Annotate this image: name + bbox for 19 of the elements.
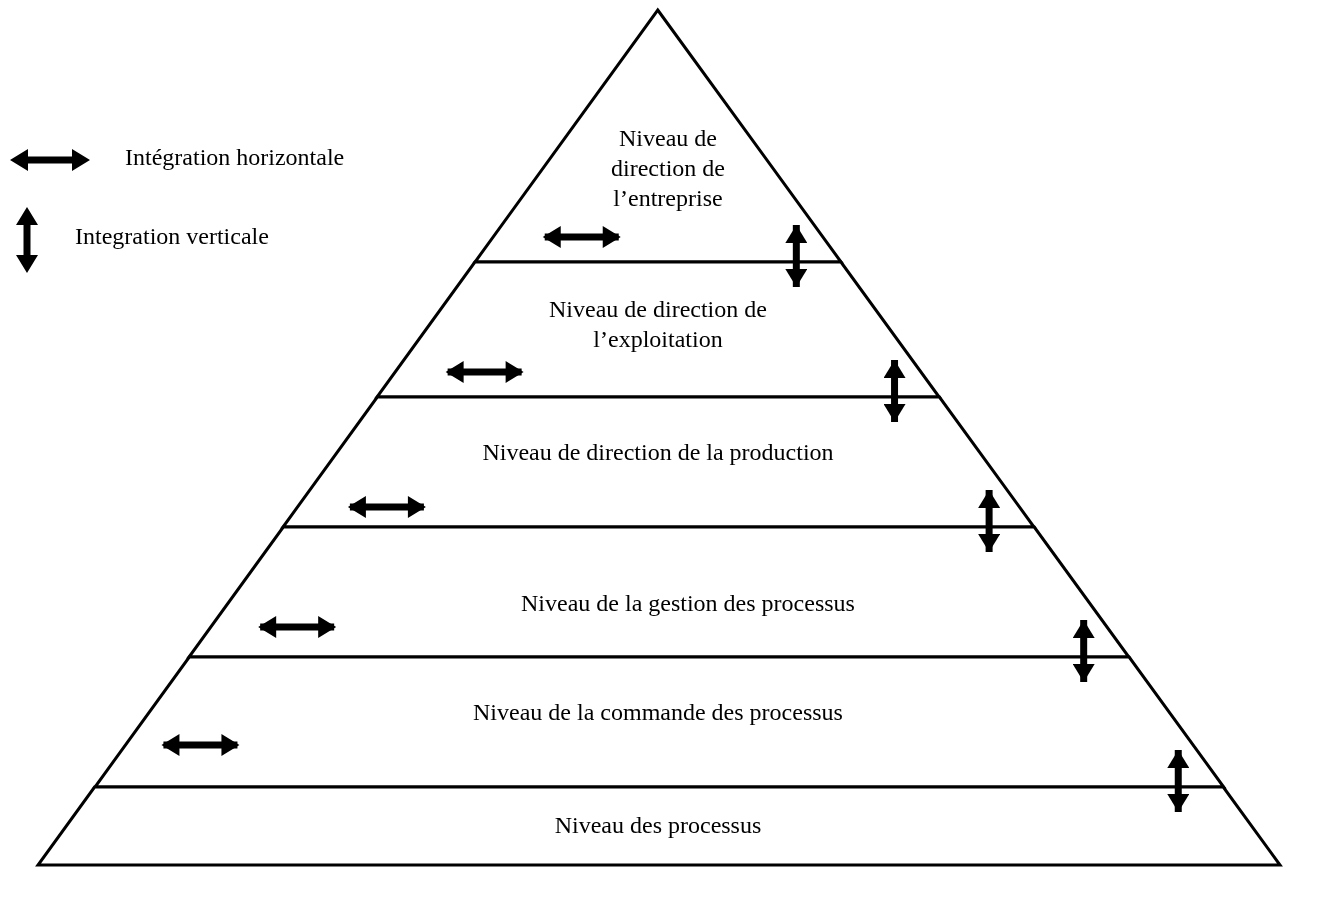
legend-text: Intégration horizontale (125, 144, 345, 171)
level-label: Niveau de direction de l’exploitation (548, 295, 768, 354)
level-label: Niveau des processus (553, 811, 763, 840)
level-label: Niveau de la commande des processus (472, 698, 844, 727)
double-arrow (1072, 620, 1095, 682)
pyramid-level (475, 10, 842, 262)
pyramid-level (377, 262, 940, 397)
level-label: Niveau de direction de l’entreprise (610, 124, 726, 213)
double-arrow (883, 360, 906, 422)
level-label: Niveau de direction de la production (481, 438, 835, 467)
pyramid-level (188, 527, 1129, 657)
legend-text: Integration verticale (75, 223, 269, 250)
double-arrow (785, 225, 808, 287)
pyramid-level (283, 397, 1035, 527)
double-arrow (978, 490, 1001, 552)
level-label: Niveau de la gestion des processus (520, 589, 856, 618)
pyramid-level (94, 657, 1224, 787)
pyramid-level (38, 787, 1280, 865)
double-arrow (1167, 750, 1190, 812)
